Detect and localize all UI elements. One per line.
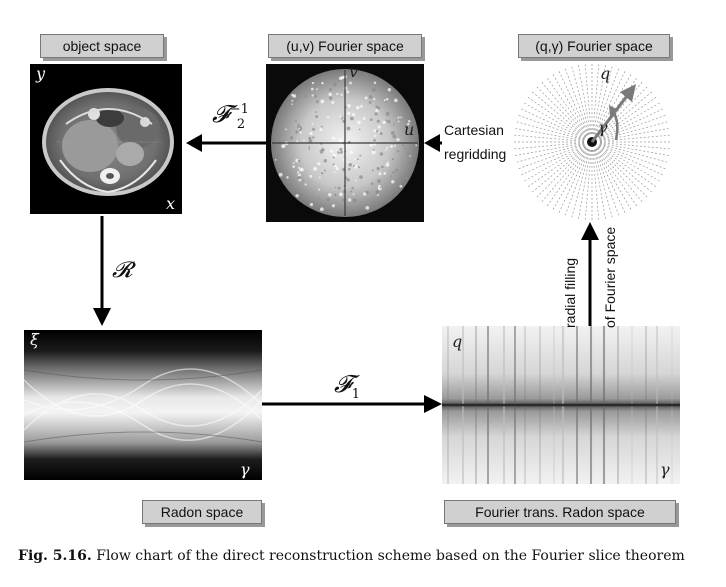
uv-v-axis-label: v — [349, 62, 359, 81]
radial-filling-text: radial filling — [562, 257, 578, 328]
inverse-ft-symbol: 𝓕 — [212, 100, 230, 128]
caption-text: Flow chart of the direct reconstruction … — [96, 548, 685, 564]
qgamma-fourier-space-label: (q,γ) Fourier space — [518, 34, 670, 58]
ftr-gamma-axis-label: γ — [660, 460, 670, 479]
ft1-operator: 𝓕1 — [334, 370, 360, 402]
fourier-trans-radon-space-label: Fourier trans. Radon space — [444, 500, 676, 524]
polar-q-axis-label: q — [600, 64, 611, 83]
regridding-text: regridding — [444, 146, 507, 162]
fourier-trans-radon-space-image — [442, 326, 680, 484]
radon-gamma-axis-label: γ — [240, 460, 250, 479]
cartesian-text: Cartesian — [444, 122, 504, 138]
inverse-ft-superscript: −1 — [229, 102, 249, 117]
radon-xi-axis-label: ξ — [30, 330, 39, 349]
object-x-axis-label: x — [166, 194, 176, 213]
ftr-q-axis-label: q — [452, 332, 463, 351]
qgamma-fourier-space-image — [514, 64, 670, 220]
polar-gamma-label: γ — [598, 118, 608, 137]
radon-space-label: Radon space — [142, 500, 262, 524]
uv-u-axis-label: u — [404, 120, 415, 139]
uv-fourier-space-image — [266, 64, 424, 222]
inverse-ft-subscript: 2 — [236, 116, 246, 132]
caption-prefix: Fig. 5.16. — [18, 548, 92, 564]
object-space-image — [30, 64, 182, 214]
ft1-subscript: 1 — [351, 386, 360, 402]
ft1-symbol: 𝓕 — [334, 370, 352, 398]
radon-space-image — [24, 330, 262, 480]
inverse-ft-operator: 𝓕−12 — [212, 100, 249, 132]
radon-operator: 𝓡 — [112, 258, 133, 283]
object-space-label: object space — [40, 34, 164, 58]
uv-fourier-space-label: (u,v) Fourier space — [268, 34, 422, 58]
object-y-axis-label: y — [36, 64, 46, 83]
figure-caption: Fig. 5.16. Flow chart of the direct reco… — [18, 548, 718, 564]
of-fourier-space-text: of Fourier space — [602, 226, 618, 328]
